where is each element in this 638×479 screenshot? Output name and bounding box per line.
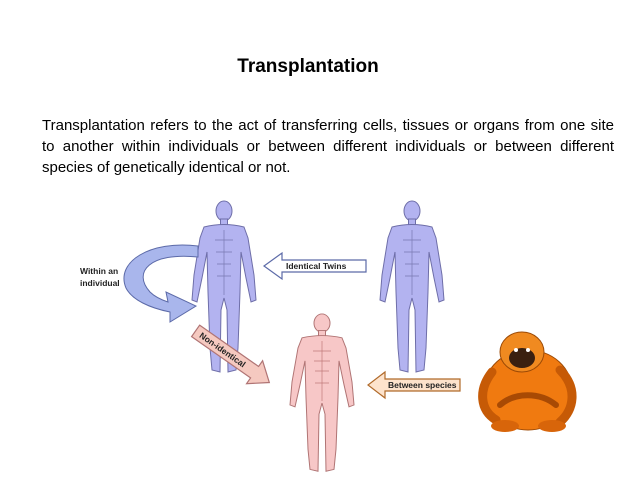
arrow-identical-twins: [262, 251, 367, 281]
label-within-individual-2: individual: [80, 278, 120, 288]
human-figure-left: [191, 200, 257, 373]
slide-title: Transplantation: [237, 56, 379, 77]
label-non-identical: Non-identical: [198, 330, 248, 369]
definition-paragraph: Transplantation refers to the act of tra…: [42, 117, 614, 176]
label-within-individual-1: Within an: [80, 266, 118, 276]
orangutan-image: [478, 331, 577, 432]
human-figure-right: [379, 200, 445, 373]
arrow-between-species: [367, 370, 461, 400]
human-figure-recipient: [289, 313, 355, 472]
label-between-species: Between species: [388, 380, 457, 390]
arrow-within-individual: [123, 244, 199, 323]
label-identical-twins: Identical Twins: [286, 261, 347, 271]
